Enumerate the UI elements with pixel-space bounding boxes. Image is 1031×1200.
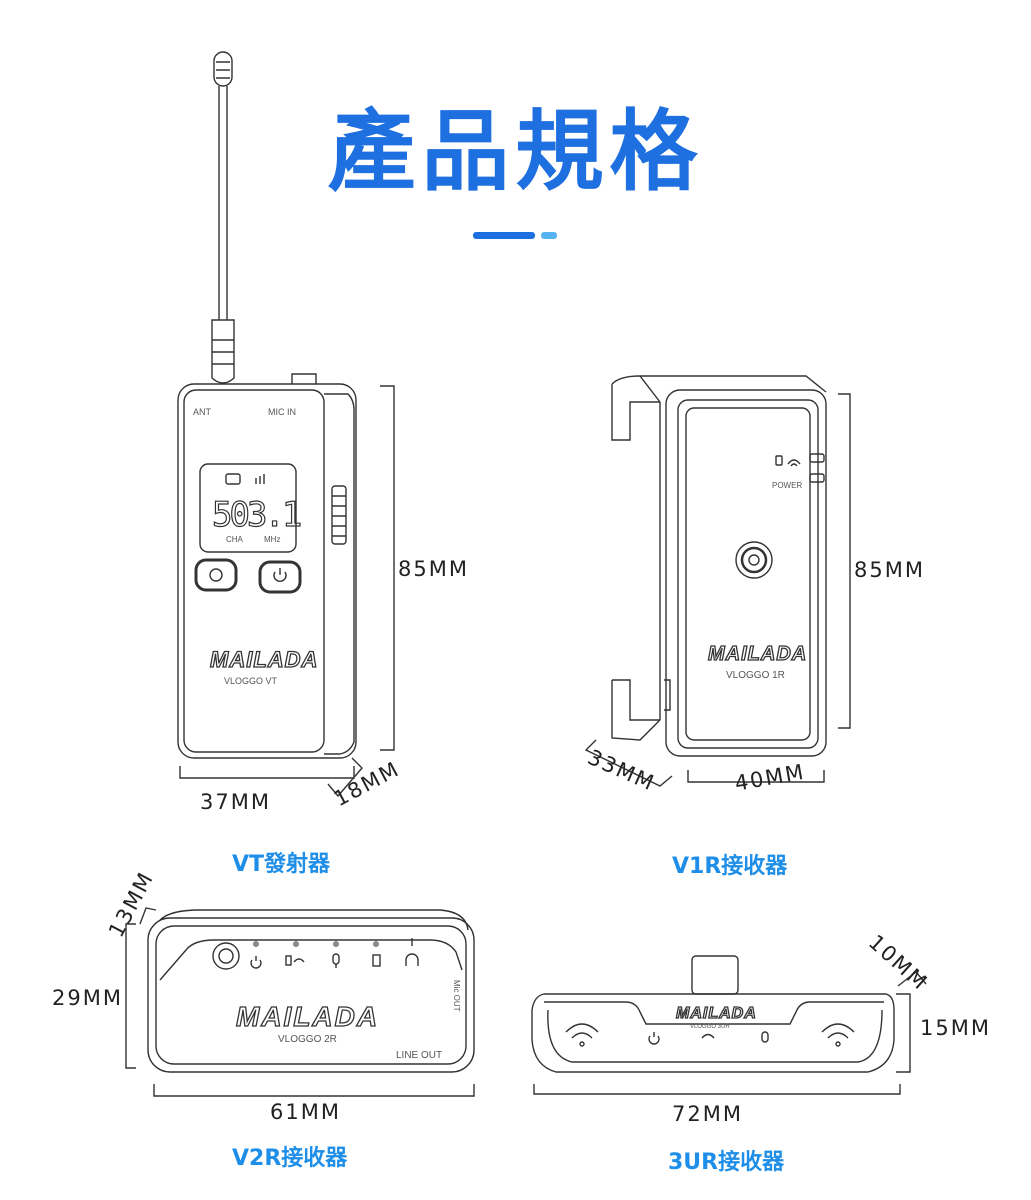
sync-button[interactable]	[194, 558, 238, 592]
vt-transmitter-drawing: ANT MIC IN 503.1 CHA MHz MAILADA VLOGGO …	[177, 51, 395, 798]
power-icon	[250, 956, 262, 969]
battery-wifi-icon	[285, 955, 305, 966]
ur3-depth-bracket	[897, 971, 927, 987]
ur3-caption: 3UR接收器	[668, 1150, 785, 1175]
v2r-height-label: 29MM	[52, 986, 123, 1010]
vt-depth-bracket	[327, 757, 363, 798]
v1r-model-label: VLOGGO 1R	[726, 670, 785, 681]
ur3-width-label: 72MM	[672, 1102, 743, 1126]
v2r-power-button[interactable]	[212, 942, 240, 970]
v2r-brand-logo: MAILADA	[236, 1001, 379, 1032]
wifi-icon	[701, 1033, 715, 1039]
vt-height-bracket	[380, 385, 395, 751]
vt-width-bracket	[179, 766, 355, 779]
vt-brand-logo: MAILADA	[210, 647, 318, 672]
power-icon	[273, 568, 287, 582]
vt-width-label: 37MM	[200, 790, 271, 814]
v1r-button[interactable]	[735, 541, 773, 579]
mic-in-label: MIC IN	[268, 407, 296, 417]
v1r-receiver-drawing: POWER MAILADA VLOGGO 1R	[584, 375, 851, 787]
mic-icon	[332, 953, 340, 968]
mic-icon	[761, 1031, 769, 1043]
lcd-unit: MHz	[264, 535, 280, 544]
power-button[interactable]	[258, 560, 302, 594]
ur3-model-label: VLOGGO 3UR	[690, 1024, 730, 1030]
power-icon	[648, 1032, 660, 1045]
ur3-height-label: 15MM	[920, 1016, 991, 1040]
lcd-channel: CHA	[226, 535, 244, 544]
battery-icon	[372, 954, 381, 967]
v2r-line-out-label: LINE OUT	[396, 1050, 442, 1061]
vt-height-label: 85MM	[398, 557, 469, 581]
v1r-height-label: 85MM	[854, 558, 925, 582]
vt-caption: VT發射器	[232, 852, 331, 877]
vt-model-label: VLOGGO VT	[224, 676, 278, 686]
v2r-height-bracket	[125, 923, 136, 1069]
v2r-width-bracket	[153, 1084, 475, 1097]
ant-label: ANT	[193, 407, 212, 417]
v2r-side-label: Mic OUT	[452, 980, 461, 1012]
v1r-power-label: POWER	[772, 481, 802, 490]
v2r-receiver-drawing: MAILADA VLOGGO 2R LINE OUT Mic OUT	[125, 907, 475, 1097]
headphone-icon	[405, 938, 419, 966]
title-underline-dark	[473, 232, 535, 239]
page-title: 產品規格	[327, 100, 704, 203]
v1r-caption: V1R接收器	[672, 854, 788, 879]
ur3-brand-logo: MAILADA	[676, 1005, 757, 1022]
usb-c-plug	[691, 955, 739, 995]
v2r-model-label: VLOGGO 2R	[278, 1034, 337, 1045]
v2r-caption: V2R接收器	[232, 1146, 348, 1171]
v1r-brand-logo: MAILADA	[708, 643, 807, 665]
v2r-width-label: 61MM	[270, 1100, 341, 1124]
wifi-icon	[787, 459, 801, 467]
wifi-icon	[565, 1023, 599, 1047]
wifi-icon	[821, 1023, 855, 1047]
sync-icon	[209, 568, 223, 582]
antenna-drawing	[211, 51, 235, 384]
v2r-depth-bracket	[139, 907, 157, 925]
lcd-frequency: 503.1	[212, 495, 301, 535]
ur3-height-bracket	[896, 993, 911, 1073]
v1r-width-bracket	[687, 770, 825, 783]
title-underline-light	[541, 232, 557, 239]
ur3-width-bracket	[533, 1084, 901, 1095]
v1r-height-bracket	[838, 393, 851, 729]
v1r-depth-bracket	[584, 739, 673, 787]
ur3-receiver-drawing: MAILADA VLOGGO 3UR	[531, 955, 927, 1095]
lcd-display: 503.1 CHA MHz	[199, 463, 304, 553]
